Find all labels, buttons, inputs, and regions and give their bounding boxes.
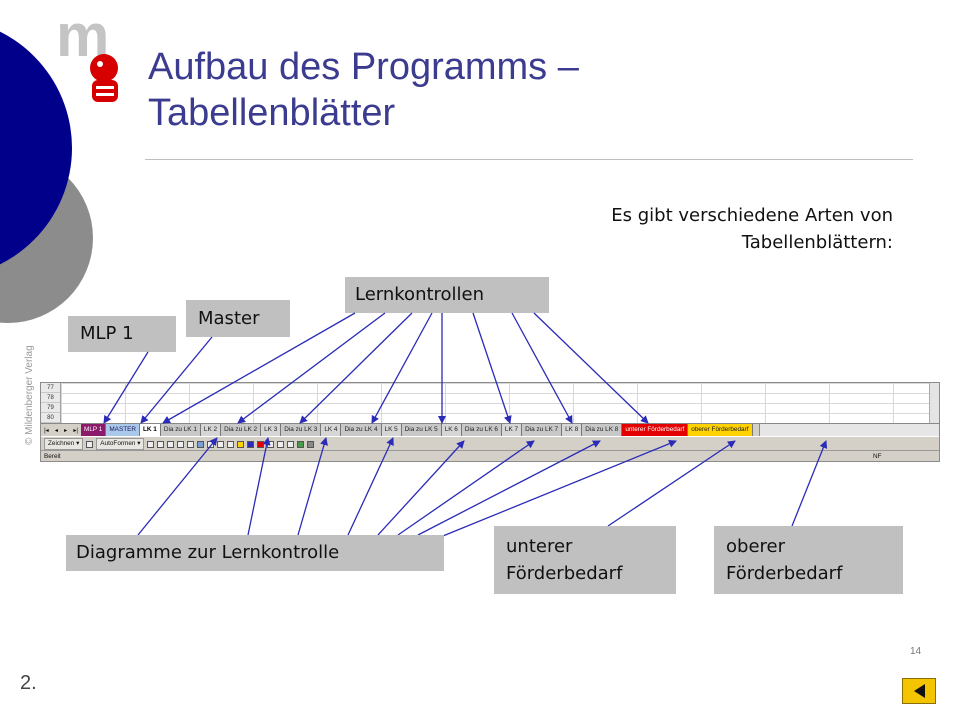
sheet-tab[interactable]: unterer Förderbedarf (622, 424, 689, 436)
arrow-dia8 (437, 439, 677, 539)
sheet-tab[interactable]: Dia zu LK 5 (401, 424, 442, 436)
sheet-tab[interactable]: LK 8 (562, 424, 583, 436)
sheet-tab[interactable]: Dia zu LK 2 (221, 424, 262, 436)
row-header[interactable]: 80 (41, 413, 60, 423)
arrow-dia1 (137, 437, 218, 536)
arrow-mlp (103, 351, 149, 424)
first-tab-icon[interactable]: |◂ (44, 427, 49, 434)
arrow-dia7 (417, 440, 601, 536)
wordart-icon[interactable] (197, 440, 205, 448)
sheet-tab[interactable]: LK 3 (261, 424, 282, 436)
arrow-lk4 (371, 312, 433, 424)
next-tab-icon[interactable]: ▸ (64, 427, 68, 434)
arrow-lk8 (533, 312, 649, 424)
callout-oberer-foerderbedarf: oberer Förderbedarf (714, 526, 903, 594)
callout-diagramme: Diagramme zur Lernkontrolle (66, 535, 444, 571)
arrow-oberer (791, 440, 828, 527)
title-divider (145, 159, 913, 160)
arrow-lk2 (237, 312, 386, 424)
section-number: 2. (20, 672, 37, 694)
line-icon[interactable] (147, 440, 155, 448)
sheet-tab[interactable]: LK 1 (140, 424, 161, 436)
triangle-left-icon (914, 684, 925, 698)
copyright-note: © Mildenberger Verlag (24, 345, 35, 445)
sheet-tab[interactable]: Dia zu LK 8 (582, 424, 623, 436)
tab-scroll-buttons[interactable]: |◂ ◂ ▸ ▸| (41, 424, 81, 436)
decorative-circles (0, 31, 93, 323)
row-header[interactable]: 77 (41, 383, 60, 393)
sheet-tab[interactable]: LK 5 (381, 424, 402, 436)
status-ready: Bereit (44, 453, 61, 460)
callout-master: Master (186, 300, 290, 337)
arrow-master (140, 336, 213, 424)
arrow-unterer (607, 440, 736, 527)
rectangle-icon[interactable] (167, 440, 175, 448)
sheet-tab[interactable]: Dia zu LK 3 (281, 424, 322, 436)
intro-text: Es gibt verschiedene Arten von Tabellenb… (611, 205, 893, 253)
sheet-tab[interactable]: LK 7 (501, 424, 523, 436)
sheet-grid: 7778798081 (41, 383, 939, 433)
sheet-tab[interactable]: Dia zu LK 6 (461, 424, 502, 436)
picture-icon[interactable] (227, 440, 235, 448)
prev-tab-icon[interactable]: ◂ (54, 427, 58, 434)
sheet-tab[interactable]: Dia zu LK 1 (160, 424, 201, 436)
sheet-tab[interactable]: Dia zu LK 4 (341, 424, 382, 436)
arrow-lk1 (162, 312, 356, 424)
arrow-lk6 (472, 312, 512, 424)
callout-unterer-foerderbedarf: unterer Förderbedarf (494, 526, 676, 594)
page-title: Aufbau des Programms – Tabellenblätter (148, 46, 579, 134)
arrow-lk7 (511, 312, 573, 424)
status-nf: NF (873, 453, 882, 460)
sheet-tab[interactable]: LK 2 (200, 424, 222, 436)
last-tab-icon[interactable]: ▸| (73, 427, 78, 434)
status-bar: Bereit NF (41, 450, 939, 461)
autoformen-button[interactable]: AutoFormen ▾ (96, 438, 145, 450)
knight-logo-icon: m (56, 10, 118, 102)
line-color-icon[interactable] (247, 440, 255, 448)
sheet-tab[interactable]: MLP 1 (81, 424, 107, 436)
sheet-tab[interactable]: MASTER (106, 424, 140, 436)
callout-lernkontrollen: Lernkontrollen (345, 277, 549, 313)
arrow-style-icon[interactable] (287, 440, 295, 448)
row-header[interactable]: 78 (41, 393, 60, 403)
zeichnen-button[interactable]: Zeichnen ▾ (44, 438, 84, 450)
arrow-dia5 (377, 440, 465, 536)
sheet-tab[interactable]: LK 4 (321, 424, 342, 436)
callout-mlp: MLP 1 (68, 316, 176, 352)
cell-grid[interactable] (61, 383, 929, 423)
arrow-dia6 (397, 440, 535, 536)
arrow-dia3 (297, 437, 328, 536)
textbox-icon[interactable] (187, 440, 195, 448)
back-button[interactable] (902, 678, 936, 704)
page-number: 14 (910, 646, 922, 657)
sheet-tab[interactable]: Dia zu LK 7 (522, 424, 563, 436)
horizontal-scrollbar[interactable] (758, 424, 939, 436)
sheet-tab[interactable]: LK 6 (441, 424, 462, 436)
dash-style-icon[interactable] (277, 440, 285, 448)
3d-icon[interactable] (307, 440, 315, 448)
pointer-icon[interactable] (86, 440, 94, 448)
shadow-icon[interactable] (297, 440, 305, 448)
arrow-dia2 (247, 437, 271, 536)
fill-color-icon[interactable] (237, 440, 245, 448)
row-header[interactable]: 79 (41, 403, 60, 413)
arrow-lk3 (299, 312, 413, 424)
vertical-scrollbar[interactable] (929, 383, 939, 423)
arrow-dia4 (347, 437, 394, 536)
arrow-icon[interactable] (157, 440, 165, 448)
sheet-tab[interactable]: oberer Förderbedarf (688, 424, 753, 436)
clipart-icon[interactable] (217, 440, 225, 448)
ellipse-icon[interactable] (177, 440, 185, 448)
